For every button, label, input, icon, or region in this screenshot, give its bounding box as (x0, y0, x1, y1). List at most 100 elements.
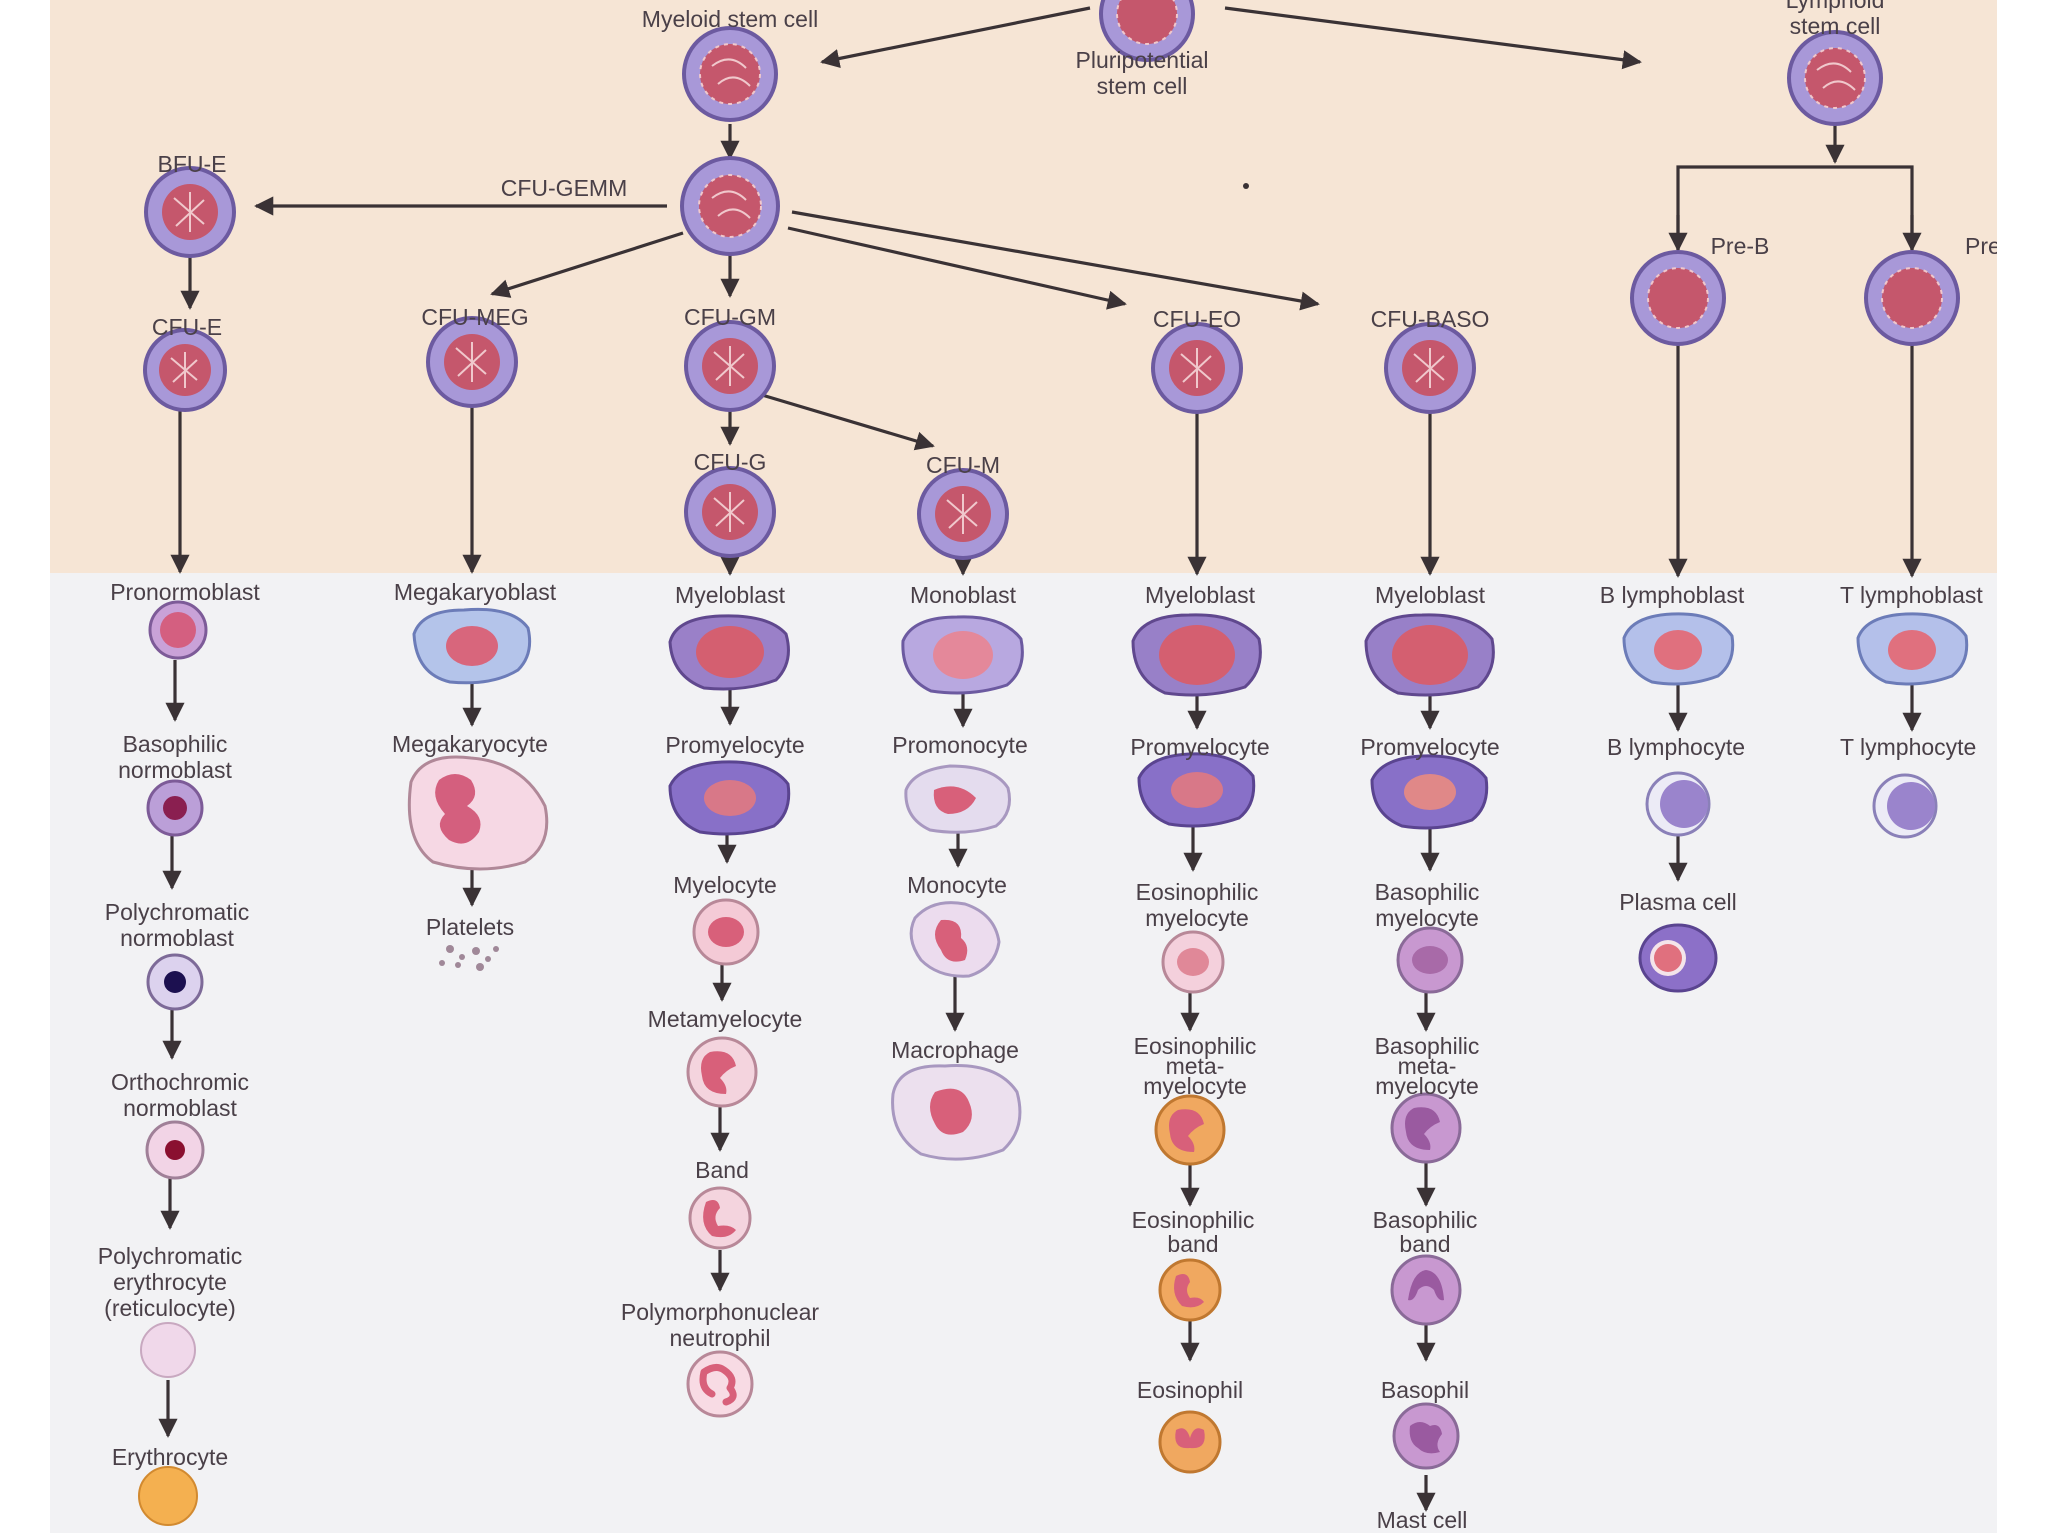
b-lymphocyte-cell (1645, 771, 1711, 837)
label-b-lymphoblast: B lymphoblast (1600, 582, 1745, 608)
label-lymphoid-line2: stem cell (1790, 13, 1881, 39)
macrophage-cell (891, 1064, 1022, 1161)
arrow-gemm-to-eo (787, 226, 1127, 310)
label-myeloid-stem-cell: Myeloid stem cell (642, 6, 818, 32)
label-metamyelocyte: Metamyelocyte (648, 1006, 803, 1032)
label-promonocyte: Promonocyte (892, 732, 1028, 758)
cfu-gemm-cell (680, 156, 780, 256)
hematopoiesis-figure: Myeloid stem cell Pluripotential stem ce… (50, 0, 1997, 1533)
label-pmn-2: neutrophil (669, 1325, 770, 1351)
label-cfu-baso: CFU-BASO (1371, 306, 1490, 332)
label-megakaryoblast: Megakaryoblast (394, 579, 557, 605)
eosinophilic-myelocyte-cell (1161, 930, 1225, 994)
label-pre-b: Pre-B (1711, 233, 1770, 259)
label-eosinophilic-band-1: Eosinophilic (1132, 1207, 1255, 1233)
label-cfu-eo: CFU-EO (1153, 306, 1241, 332)
band-cell (688, 1186, 752, 1250)
label-cfu-g: CFU-G (694, 449, 767, 475)
pluripotential-stem-cell (1099, 0, 1195, 62)
label-monocyte: Monocyte (907, 872, 1007, 898)
myeloblast-cell-neutrophil (668, 614, 790, 691)
basophil-lineage-cells (1364, 613, 1495, 1470)
label-eosinophil: Eosinophil (1137, 1377, 1243, 1403)
label-reticulocyte-1: Polychromatic (98, 1243, 242, 1269)
label-t-lymphocyte: T lymphocyte (1840, 734, 1976, 760)
label-basophilic-normoblast-1: Basophilic (123, 731, 228, 757)
label-reticulocyte-2: erythrocyte (113, 1269, 227, 1295)
pre-b-cell (1630, 250, 1726, 346)
promyelocyte-cell-neutrophil (668, 760, 791, 836)
myeloid-stem-cell (682, 26, 778, 122)
arrow-pluri-to-myeloid (820, 6, 1091, 68)
label-pronormoblast: Pronormoblast (110, 579, 260, 605)
label-bfu-e: BFU-E (158, 151, 227, 177)
label-eosinophilic-meta-2: meta- (1166, 1053, 1225, 1079)
cfu-e-cell (143, 328, 227, 412)
label-eosinophilic-band-2: band (1167, 1231, 1218, 1257)
arrow-gemm-to-meg (490, 231, 684, 298)
label-orthochromic-normoblast-2: normoblast (123, 1095, 237, 1121)
label-basophilic-meta-1: Basophilic (1375, 1033, 1480, 1059)
monoblast-cell (901, 615, 1024, 695)
arrow-pluri-to-lymphoid (1224, 6, 1642, 70)
metamyelocyte-cell (686, 1036, 758, 1108)
lymphoid-split-bar (1676, 165, 1914, 250)
lymphoid-stem-cell (1787, 30, 1883, 126)
lymphoid-lineage-cells (1622, 612, 1969, 993)
label-eosinophilic-meta-1: Eosinophilic (1134, 1033, 1257, 1059)
label-polychromatic-normoblast-1: Polychromatic (105, 899, 249, 925)
label-cfu-m: CFU-M (926, 452, 1000, 478)
cfu-eo-cell (1151, 322, 1243, 414)
label-eosinophilic-meta-3: myelocyte (1143, 1073, 1247, 1099)
megakaryoblast-cell (412, 607, 532, 685)
label-cfu-gm: CFU-GM (684, 304, 776, 330)
arrows (158, 6, 1922, 1512)
label-basophilic-meta-2: meta- (1398, 1053, 1457, 1079)
label-basophilic-myelocyte-1: Basophilic (1375, 879, 1480, 905)
stray-dot (1243, 183, 1249, 189)
label-pluripotential-line2: stem cell (1097, 73, 1188, 99)
myeloblast-cell-basophil (1364, 613, 1495, 697)
bfu-e-cell (144, 166, 236, 258)
label-monoblast: Monoblast (910, 582, 1017, 608)
erythrocyte-cell (138, 1466, 198, 1526)
reticulocyte-cell (140, 1322, 196, 1378)
label-cfu-e: CFU-E (152, 314, 222, 340)
label-eosinophilic-myelocyte-1: Eosinophilic (1136, 879, 1259, 905)
cfu-meg-cell (426, 316, 518, 408)
label-basophil: Basophil (1381, 1377, 1469, 1403)
promyelocyte-cell-eosinophil (1137, 752, 1256, 828)
label-basophilic-myelocyte-2: myelocyte (1375, 905, 1479, 931)
eosinophil-cell (1158, 1410, 1222, 1474)
monocytic-lineage-cells (891, 615, 1024, 1161)
label-cfu-gemm: CFU-GEMM (501, 175, 627, 201)
label-basophilic-band-2: band (1399, 1231, 1450, 1257)
label-myelocyte: Myelocyte (673, 872, 777, 898)
polychromatic-normoblast-cell (146, 953, 204, 1011)
label-band: Band (695, 1157, 749, 1183)
cfu-gm-cell (684, 320, 776, 412)
basophilic-myelocyte-cell (1396, 926, 1464, 994)
cell-labels: Myeloid stem cell Pluripotential stem ce… (98, 0, 1997, 1533)
label-reticulocyte-3: (reticulocyte) (104, 1295, 236, 1321)
label-cfu-meg: CFU-MEG (421, 304, 528, 330)
eosinophilic-metamyelocyte-cell (1154, 1094, 1226, 1166)
label-promyelocyte-neutrophil: Promyelocyte (665, 732, 804, 758)
hematopoiesis-diagram: Myeloid stem cell Pluripotential stem ce… (98, 0, 1997, 1533)
orthochromic-normoblast-cell (145, 1120, 205, 1180)
promyelocyte-cell-basophil (1370, 754, 1489, 830)
megakaryocytic-lineage-cells (407, 607, 549, 971)
label-myeloblast-eosinophil: Myeloblast (1145, 582, 1256, 608)
label-orthochromic-normoblast-1: Orthochromic (111, 1069, 249, 1095)
cfu-g-cell (684, 466, 776, 558)
platelets-cluster (439, 945, 499, 971)
cfu-m-cell (917, 468, 1009, 560)
label-myeloblast-neutrophil: Myeloblast (675, 582, 786, 608)
label-eosinophilic-myelocyte-2: myelocyte (1145, 905, 1249, 931)
erythroid-lineage-cells (138, 600, 208, 1526)
myeloblast-cell-eosinophil (1131, 613, 1262, 697)
label-basophilic-normoblast-2: normoblast (118, 757, 232, 783)
arrow-gemm-to-baso (791, 210, 1320, 311)
basophil-cell (1392, 1402, 1460, 1470)
plasma-cell (1638, 923, 1718, 993)
